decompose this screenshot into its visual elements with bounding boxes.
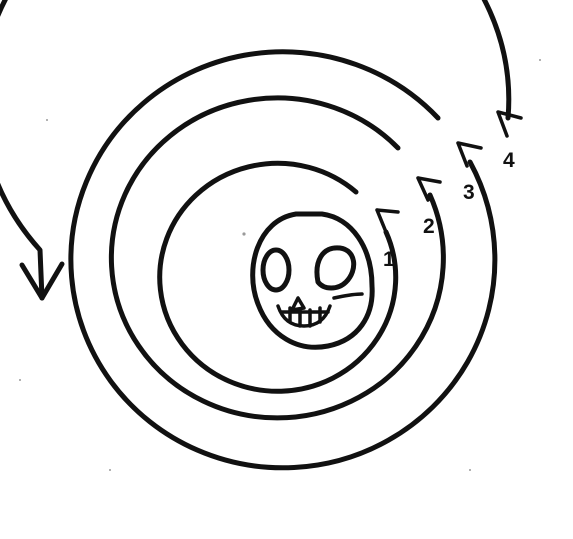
arrowhead-4 bbox=[498, 112, 521, 136]
circle-label-4: 4 bbox=[503, 149, 515, 172]
circle-1 bbox=[160, 163, 396, 391]
skull-icon bbox=[253, 214, 372, 347]
circle-3 bbox=[71, 52, 495, 468]
arrowhead-1 bbox=[377, 210, 398, 232]
circle-label-1: 1 bbox=[383, 248, 395, 271]
paper-texture bbox=[19, 59, 541, 471]
circle-label-3: 3 bbox=[463, 181, 475, 204]
circle-label-2: 2 bbox=[423, 215, 435, 238]
